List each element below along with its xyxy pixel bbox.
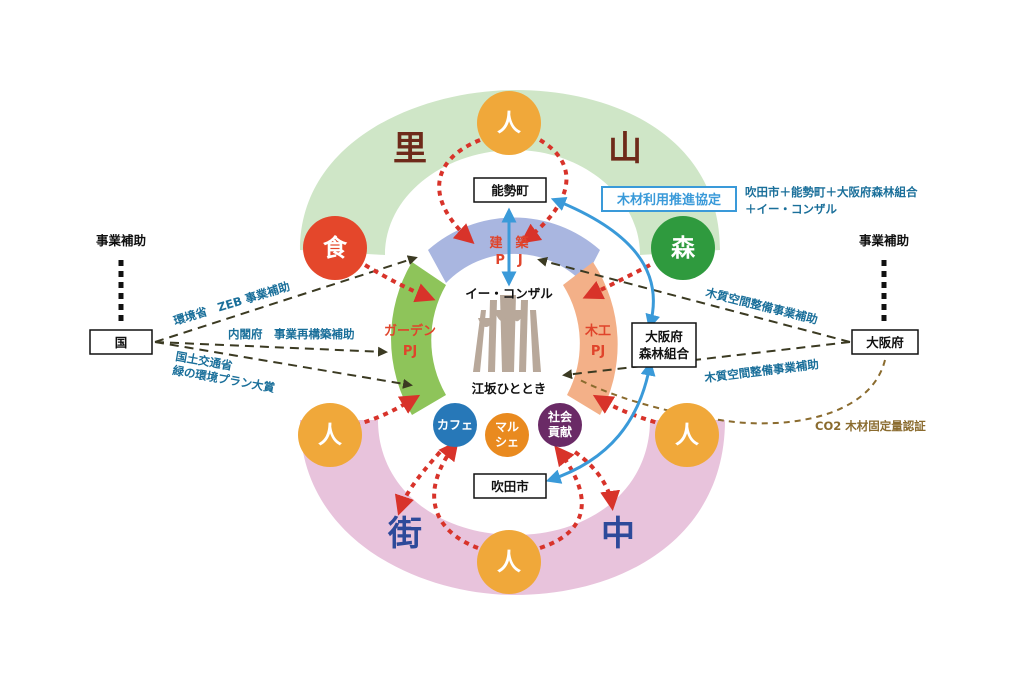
social-label-2: 貢献 bbox=[548, 424, 572, 439]
marche-circle bbox=[485, 413, 529, 457]
kuni-box bbox=[89, 329, 153, 355]
link-osaka-mokko bbox=[562, 341, 851, 380]
person-top-label: 人 bbox=[497, 109, 521, 137]
forest-label: 森 bbox=[671, 234, 696, 262]
arrow-person-bottom-social bbox=[539, 445, 584, 550]
person-bottom-label: 人 bbox=[497, 548, 521, 576]
arrow-cafe-left bbox=[394, 450, 442, 516]
link-osaka-kenchiku bbox=[537, 256, 851, 343]
agreement-members-2: ＋イー・コンザル bbox=[745, 202, 837, 216]
nose-label: 能勢町 bbox=[491, 183, 529, 198]
marche-label-1: マル bbox=[495, 420, 519, 434]
osakafu-label: 大阪府 bbox=[866, 335, 904, 350]
food-label: 食 bbox=[323, 234, 348, 262]
subsidy-left-label: 事業補助 bbox=[96, 233, 146, 248]
arrow-forest-suita bbox=[545, 360, 656, 484]
tree-logo bbox=[473, 295, 541, 372]
person-left-circle bbox=[298, 403, 362, 467]
region-naka: 中 bbox=[601, 514, 635, 554]
kuni-label: 国 bbox=[115, 335, 128, 350]
cafe-circle bbox=[433, 403, 477, 447]
marche-label-2: シェ bbox=[495, 435, 519, 449]
link-wood-label-1: 木質空間整備事業補助 bbox=[703, 285, 819, 327]
link-kuni-garden bbox=[154, 341, 388, 357]
company-name: イー・コンザル bbox=[465, 286, 553, 301]
kenchiku-label-2: P J bbox=[495, 253, 522, 268]
social-circle bbox=[538, 403, 582, 447]
arrow-person-kenchiku-left bbox=[437, 138, 481, 244]
link-kuni-kenchiku bbox=[154, 255, 418, 343]
suita-box bbox=[473, 473, 547, 499]
agreement-box bbox=[601, 186, 737, 212]
link-wood-label-2: 木質空間整備事業補助 bbox=[703, 357, 820, 385]
region-machi: 街 bbox=[387, 514, 422, 554]
arrow-person-right-mokko bbox=[592, 394, 666, 427]
agreement-members-1: 吹田市＋能勢町＋大阪府森林組合 bbox=[745, 185, 918, 199]
garden-label-2: PJ bbox=[403, 344, 417, 359]
mokko-label-2: PJ bbox=[591, 344, 605, 359]
person-right-circle bbox=[655, 403, 719, 467]
suita-label: 吹田市 bbox=[491, 479, 529, 494]
person-left-label: 人 bbox=[318, 421, 342, 449]
satoyama-band bbox=[300, 90, 720, 255]
arrow-person-kenchiku-right bbox=[520, 138, 569, 244]
forest-circle bbox=[651, 216, 715, 280]
food-circle bbox=[303, 216, 367, 280]
machinaka-band bbox=[300, 420, 725, 595]
mokko-label-1: 木工 bbox=[584, 323, 611, 339]
garden-label-1: ガーデン bbox=[384, 323, 436, 339]
nose-box bbox=[473, 177, 547, 203]
arrow-social-right bbox=[573, 450, 621, 511]
cafe-label: カフェ bbox=[437, 418, 473, 432]
kenchiku-label-1: 建 築 bbox=[489, 235, 529, 251]
region-yama: 山 bbox=[608, 129, 642, 169]
region-sato: 里 bbox=[393, 129, 427, 169]
place-name: 江坂ひととき bbox=[472, 381, 547, 396]
arrow-person-bottom-cafe bbox=[432, 440, 479, 550]
person-bottom-circle bbox=[477, 530, 541, 594]
person-top-circle bbox=[477, 91, 541, 155]
agreement-label: 木材利用推進協定 bbox=[616, 192, 721, 208]
osaka-forest-box bbox=[631, 322, 697, 368]
arrow-nose-forest bbox=[550, 196, 660, 330]
social-label-1: 社会 bbox=[547, 409, 573, 424]
person-right-label: 人 bbox=[675, 421, 699, 449]
osakafu-box bbox=[851, 329, 919, 355]
arrow-person-left-garden bbox=[354, 394, 421, 427]
subsidy-right-label: 事業補助 bbox=[859, 233, 909, 248]
osaka-forest-label-2: 森林組合 bbox=[639, 346, 690, 361]
link-cabinet-label: 内閣府 事業再構築補助 bbox=[228, 327, 355, 341]
link-co2-label: CO2 木材固定量認証 bbox=[815, 419, 926, 433]
link-kuni-center bbox=[154, 341, 413, 389]
osaka-forest-label-1: 大阪府 bbox=[645, 329, 683, 344]
